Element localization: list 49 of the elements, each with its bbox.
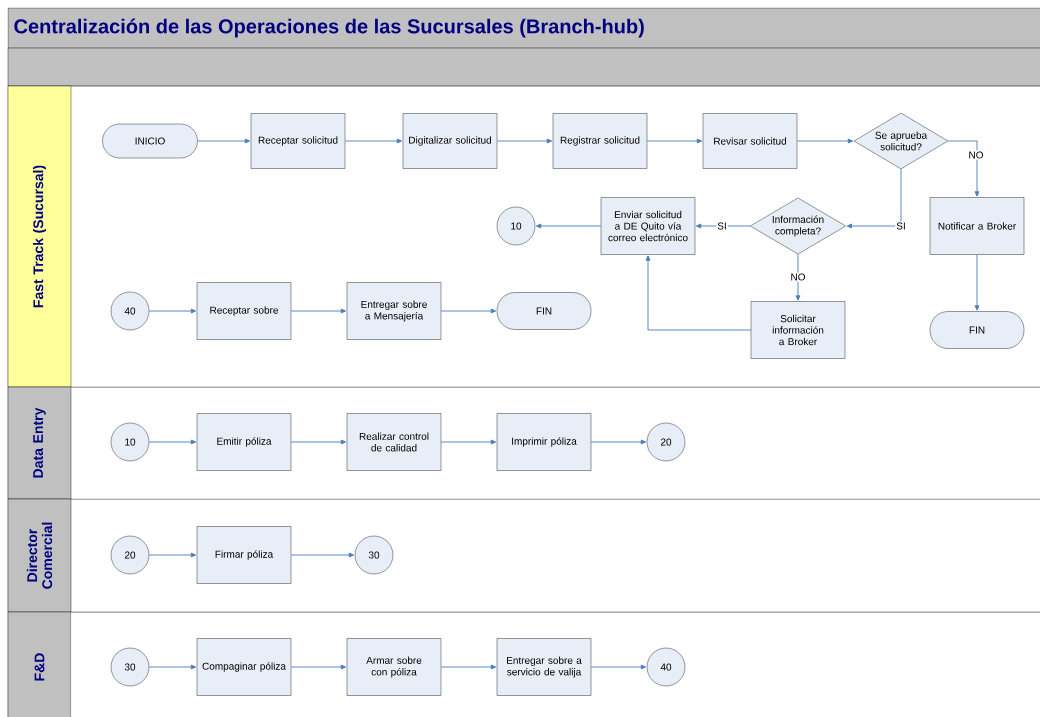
process-box: Notificar a Broker (929, 197, 1025, 255)
edge-label: SI (895, 221, 907, 231)
process-box: Realizar control de calidad (346, 413, 442, 471)
arrow (440, 664, 497, 670)
process-box: Armar sobre con póliza (346, 638, 442, 696)
arrow (947, 140, 980, 197)
arrow (148, 308, 197, 314)
process-box: Imprimir póliza (496, 413, 592, 471)
arrow (496, 138, 553, 144)
process-box: Emitir póliza (196, 413, 292, 471)
arrow (796, 138, 854, 144)
process-box: Receptar solicitud (250, 113, 346, 169)
process-box: Revisar solicitud (702, 113, 798, 169)
arrow (590, 439, 647, 445)
arrow (197, 138, 251, 144)
arrow (440, 439, 497, 445)
arrow (846, 168, 902, 229)
process-box: Entregar sobre a servicio de valija (496, 638, 592, 696)
terminator: FIN (496, 292, 592, 330)
arrow (290, 308, 347, 314)
arrow (695, 223, 751, 229)
process-box: Enviar solicitud a DE Quito vía correo electrónico (600, 197, 696, 255)
arrow (440, 308, 497, 314)
arrow (148, 664, 197, 670)
arrow (646, 138, 703, 144)
process-box: Firmar póliza (196, 526, 292, 584)
process-box: Entregar sobre a Mensajería (346, 282, 442, 340)
arrow (148, 439, 197, 445)
arrow (290, 439, 347, 445)
edge-label: NO (967, 150, 985, 160)
arrow (974, 254, 980, 311)
edge-label: NO (789, 272, 807, 282)
arrow (344, 138, 403, 144)
arrow (290, 664, 347, 670)
arrow (590, 664, 647, 670)
arrow (290, 552, 355, 558)
process-box: Digitalizar solicitud (402, 113, 498, 169)
title-bar: Centralización de las Operaciones de las Sucursales (Branch-hub) (8, 8, 1040, 49)
terminator: INICIO (102, 123, 198, 159)
terminator: FIN (929, 311, 1025, 349)
process-box: Compaginar póliza (196, 638, 292, 696)
arrow (795, 253, 801, 301)
arrow (535, 223, 602, 229)
process-box: Solicitar información a Broker (750, 301, 846, 359)
edge-label: SI (716, 221, 728, 231)
process-box: Registrar solicitud (552, 113, 648, 169)
process-box: Receptar sobre (196, 282, 292, 340)
arrow (645, 255, 752, 331)
arrow (148, 552, 197, 558)
